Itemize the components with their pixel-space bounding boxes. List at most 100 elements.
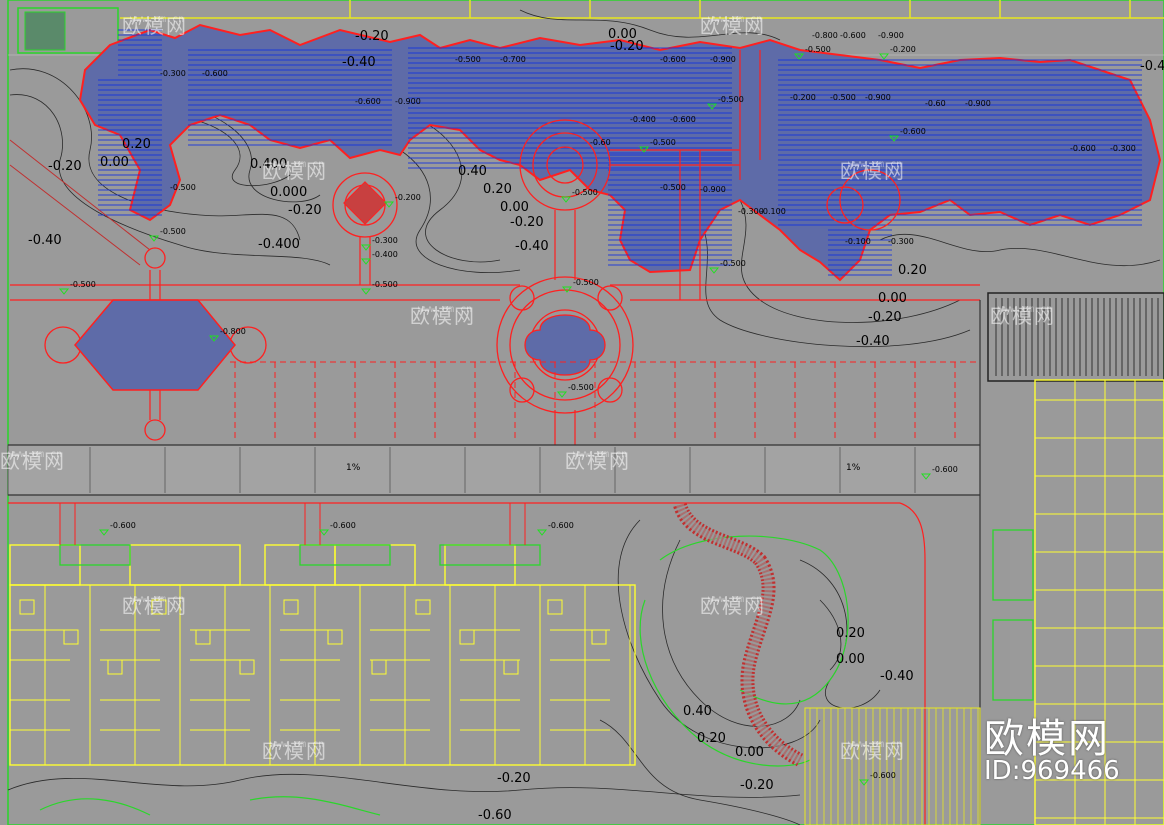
level-mark-label: -0.200 — [890, 45, 916, 54]
water-level-label: -0.300 — [738, 207, 764, 216]
level-mark-triangle — [556, 391, 568, 398]
water-level-label: -0.100 — [845, 237, 871, 246]
elevation-label: 0.00 — [878, 291, 907, 306]
level-mark-triangle — [638, 146, 650, 153]
level-mark-triangle — [793, 53, 805, 60]
water-level-label: -0.100 — [760, 207, 786, 216]
diagonal-stairs — [9, 139, 151, 266]
south-paved-area — [804, 707, 981, 825]
level-mark-triangle — [920, 473, 932, 480]
water-level-label: -0.900 — [395, 97, 421, 106]
water-level-label: -0.800 — [812, 31, 838, 40]
level-mark-label: -0.600 — [548, 521, 574, 530]
elevation-label: -0.20 — [610, 39, 644, 54]
level-mark-triangle — [560, 196, 572, 203]
water-level-label: -0.300 — [160, 69, 186, 78]
level-mark-label: -0.600 — [870, 771, 896, 780]
pond-water-feature — [78, 23, 1162, 282]
elevation-label: -0.40 — [342, 55, 376, 70]
level-mark-label: -0.300 — [372, 236, 398, 245]
level-mark-label: -0.500 — [650, 138, 676, 147]
level-mark-triangle — [98, 529, 110, 536]
level-mark-triangle — [888, 135, 900, 142]
water-level-label: -0.60 — [925, 99, 946, 108]
elevation-label: -0.40 — [28, 233, 62, 248]
octagon-pavilion — [74, 299, 236, 391]
elevation-label: 0.20 — [697, 731, 726, 746]
elevation-label: -0.20 — [510, 215, 544, 230]
elevation-label: -0.40 — [1140, 59, 1164, 74]
water-level-label: -0.500 — [455, 55, 481, 64]
quatrefoil-pool — [524, 314, 606, 376]
level-mark-triangle — [360, 258, 372, 265]
water-level-label: -0.600 — [840, 31, 866, 40]
slope-label: 1% — [346, 463, 361, 473]
water-level-label: -0.60 — [590, 138, 611, 147]
elevation-label: -0.20 — [740, 778, 774, 793]
level-mark-triangle — [706, 103, 718, 110]
water-level-label: -0.900 — [865, 93, 891, 102]
level-mark-label: -0.600 — [900, 127, 926, 136]
elevation-label: 0.00 — [608, 27, 637, 42]
water-level-labels: -0.300 -0.600 -0.500 -0.700 -0.600 -0.900 -0.8… — [160, 31, 1136, 246]
building-west — [9, 544, 636, 766]
slope-label: 1% — [846, 463, 861, 473]
level-mark-label: -0.500 — [160, 227, 186, 236]
elevation-label: -0.20 — [497, 771, 531, 786]
water-level-label: -0.600 — [355, 97, 381, 106]
elevation-label: 0.20 — [898, 263, 927, 278]
elevation-label: -0.400 — [258, 237, 300, 252]
level-mark-label: -0.800 — [220, 327, 246, 336]
water-level-label: -0.200 — [790, 93, 816, 102]
level-mark-triangle — [318, 529, 330, 536]
level-mark-triangle — [58, 288, 70, 295]
road — [7, 444, 981, 496]
level-mark-triangle — [561, 286, 573, 293]
water-level-label: -0.700 — [500, 55, 526, 64]
level-mark-label: -0.500 — [805, 45, 831, 54]
level-mark-triangle — [360, 244, 372, 251]
level-mark-triangle — [208, 335, 220, 342]
level-mark-label: -0.500 — [720, 259, 746, 268]
ramp-hatching — [995, 298, 1159, 376]
water-level-label: -0.600 — [660, 55, 686, 64]
elevation-label: 0.40 — [683, 704, 712, 719]
planting-outlines — [39, 535, 849, 816]
level-mark-triangle — [858, 779, 870, 786]
hatched-box-fill — [24, 11, 66, 51]
level-mark-triangle — [878, 53, 890, 60]
elevation-label: 0.00 — [735, 745, 764, 760]
level-mark-label: -0.500 — [572, 188, 598, 197]
level-mark-triangle — [708, 267, 720, 274]
elevation-label: 0.20 — [836, 626, 865, 641]
image-id-label: ID:969466 — [984, 756, 1120, 786]
elevation-label: 0.00 — [100, 155, 129, 170]
elevation-label: -0.20 — [288, 203, 322, 218]
elevation-label: -0.20 — [48, 159, 82, 174]
elevation-label: 0.20 — [122, 137, 151, 152]
water-level-label: -0.300 — [1110, 144, 1136, 153]
elevation-label: 0.40 — [458, 164, 487, 179]
water-level-label: -0.900 — [700, 185, 726, 194]
water-level-label: -0.500 — [830, 93, 856, 102]
level-mark-label: -0.500 — [573, 278, 599, 287]
contour-lines — [7, 9, 1161, 825]
level-mark-label: -0.500 — [718, 95, 744, 104]
water-level-label: -0.900 — [710, 55, 736, 64]
water-level-label: -0.900 — [878, 31, 904, 40]
level-mark-triangle — [383, 201, 395, 208]
axis-paths — [10, 50, 980, 445]
road-curb-curve — [899, 502, 926, 825]
water-level-label: -0.900 — [965, 99, 991, 108]
building-east — [1034, 379, 1164, 825]
level-mark-label: -0.600 — [330, 521, 356, 530]
elevation-label: -0.40 — [856, 334, 890, 349]
water-level-label: -0.400 — [630, 115, 656, 124]
water-level-label: -0.600 — [202, 69, 228, 78]
parking-stalls — [230, 361, 980, 440]
level-mark-label: -0.600 — [932, 465, 958, 474]
brand-logo: 欧模网 — [984, 716, 1110, 762]
slope-labels: 1% 1% — [346, 463, 861, 473]
